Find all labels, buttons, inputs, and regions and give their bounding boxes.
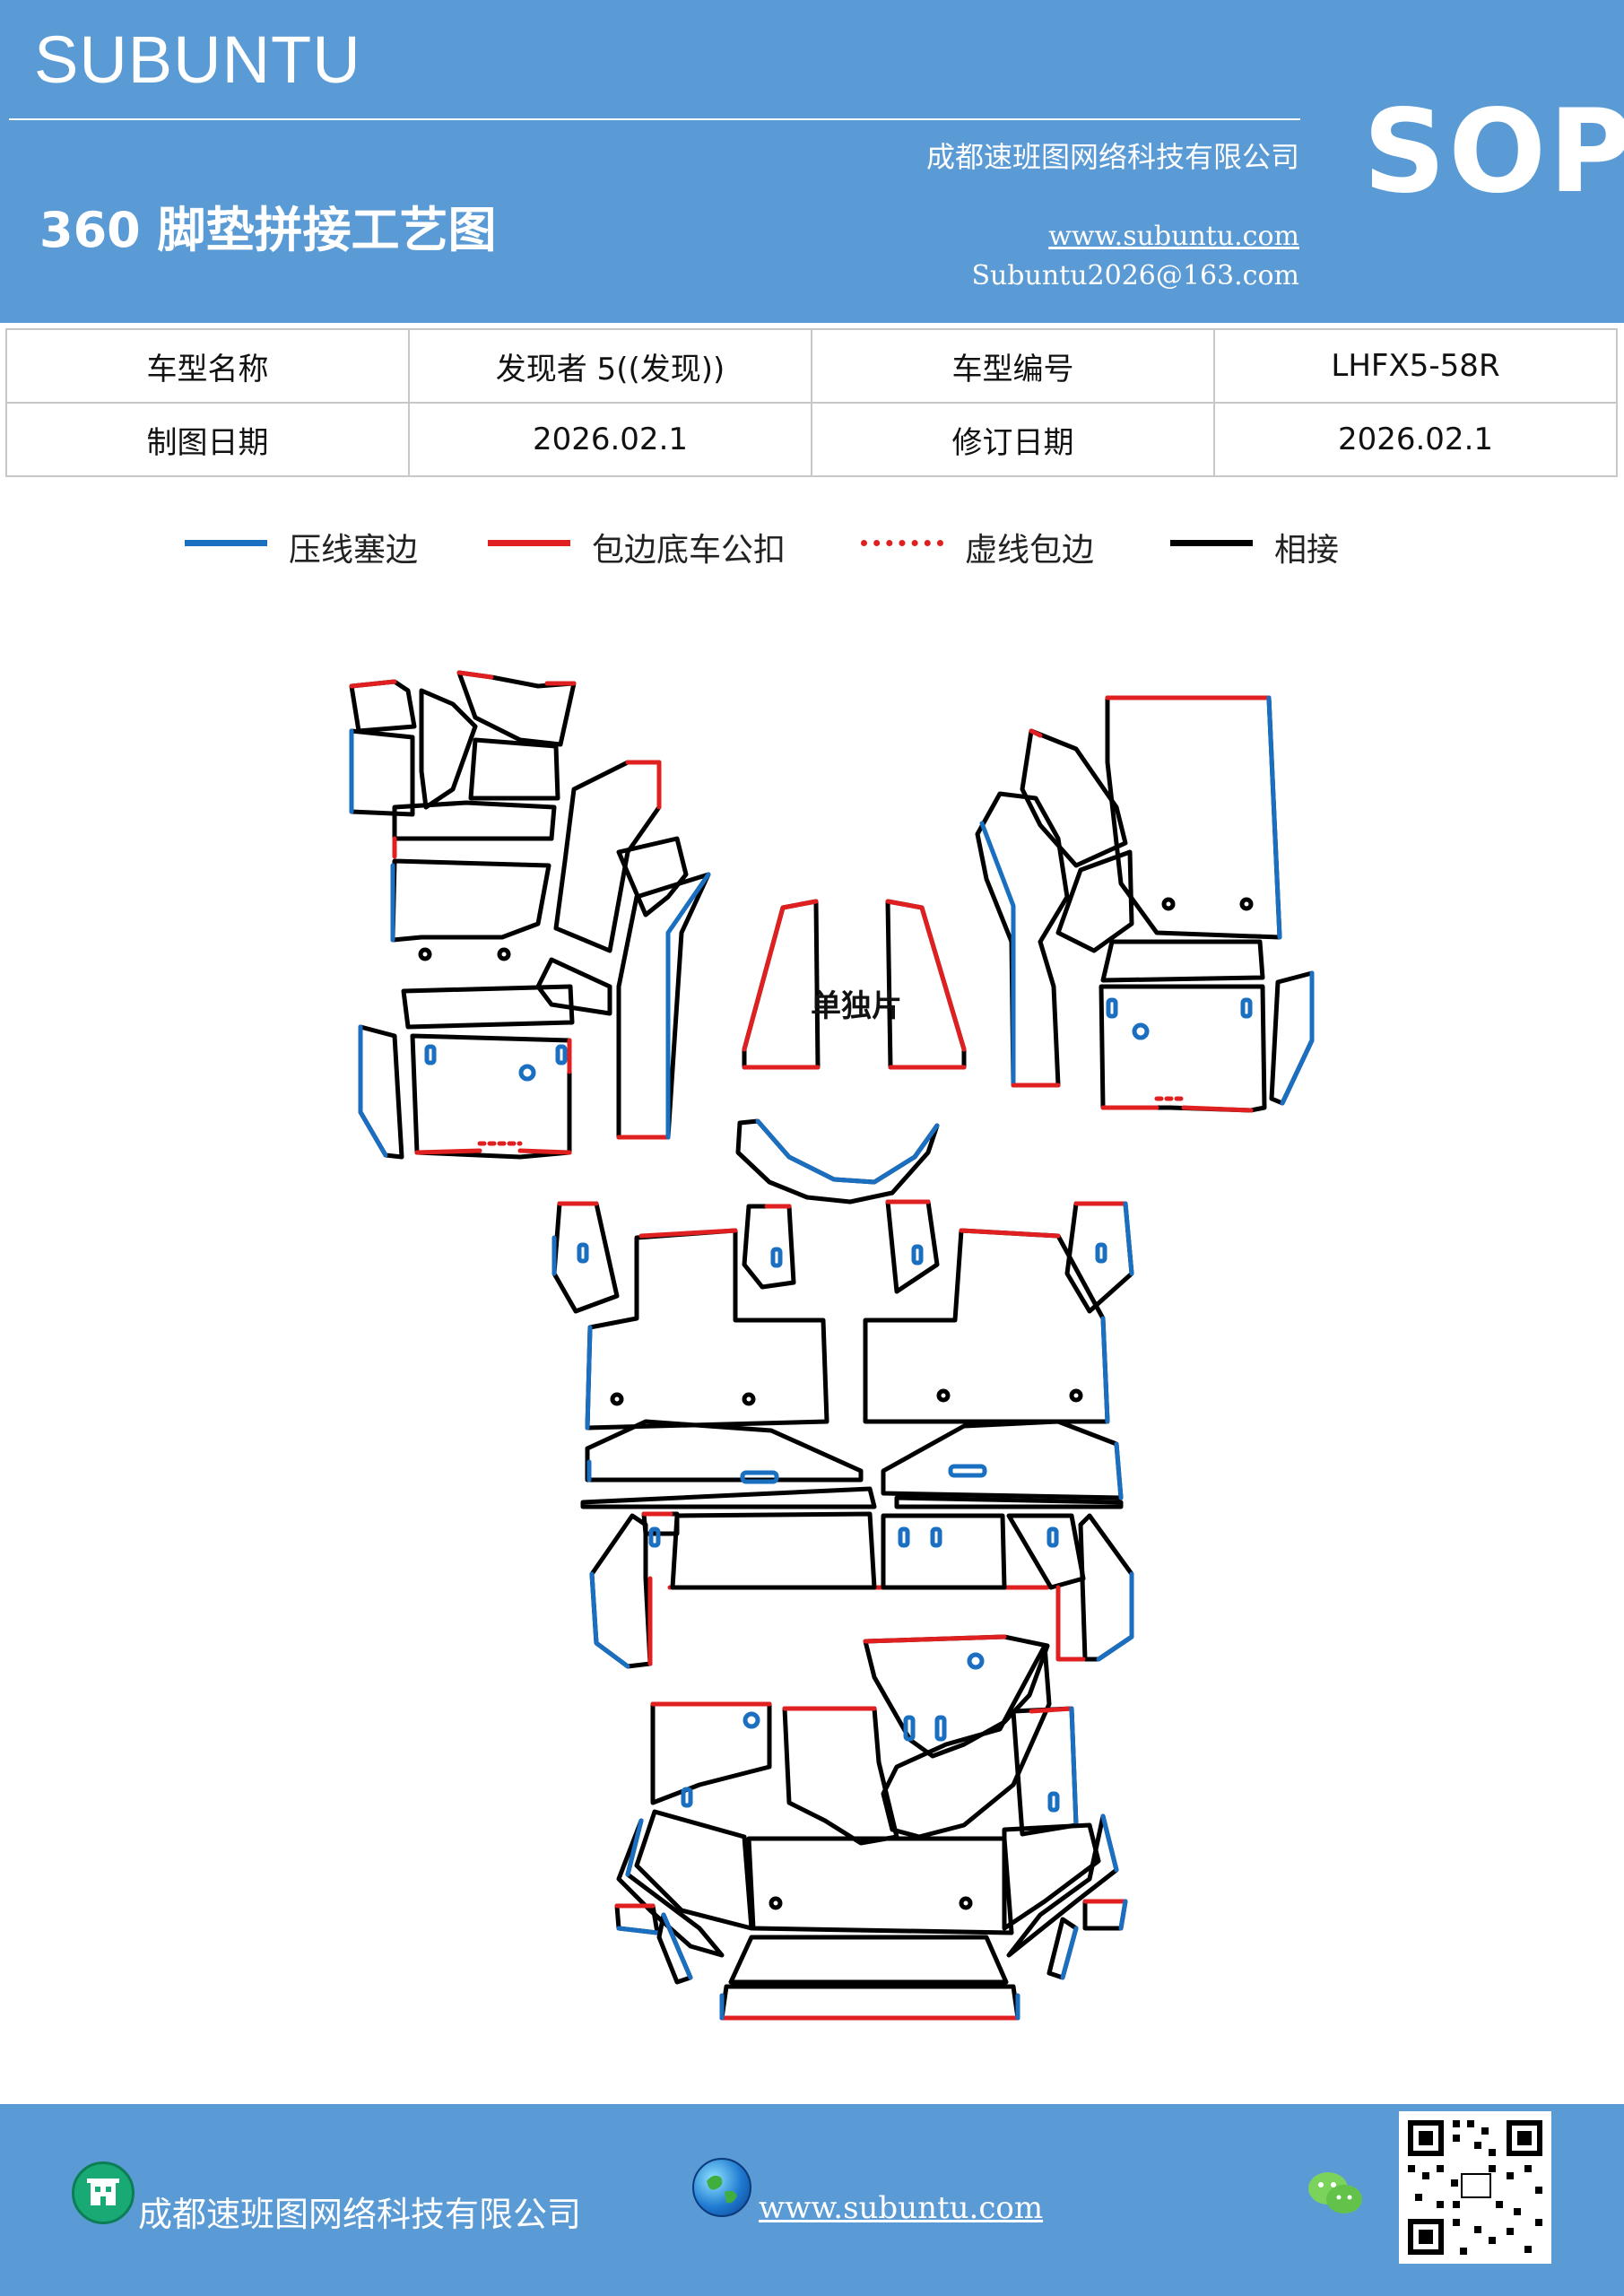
value-model-name: 发现者 5((发现)): [408, 328, 812, 404]
qr-code: [1399, 2111, 1551, 2264]
middle-mat-group: [551, 1118, 1134, 1669]
legend: 压线塞边 包边底车公扣 虚线包边 相接: [0, 522, 1624, 576]
footer-company-name: 成都速班图网络科技有限公司: [138, 2195, 582, 2234]
wechat-icon: [1305, 2167, 1366, 2221]
legend-label: 相接: [1274, 532, 1340, 569]
legend-label: 压线塞边: [289, 532, 419, 569]
vehicle-info-table: 车型名称 发现者 5((发现)) 车型编号 LHFX5-58R 制图日期 202…: [5, 328, 1618, 477]
label-model-code: 车型编号: [811, 328, 1215, 404]
label-model-name: 车型名称: [5, 328, 410, 404]
value-revision-date: 2026.02.1: [1213, 402, 1618, 477]
center-single-pieces: [742, 899, 967, 1070]
table-row: 制图日期 2026.02.1 修订日期 2026.02.1: [5, 402, 1618, 477]
brand-logo-text: SUBUNTU: [34, 22, 361, 97]
header-company-name: 成都速班图网络科技有限公司: [925, 140, 1299, 174]
header-website-link[interactable]: www.subuntu.com: [1048, 221, 1299, 252]
label-revision-date: 修订日期: [811, 402, 1215, 477]
legend-swatch-red-dotted: [861, 540, 943, 546]
mat-splicing-diagram: 单独片: [349, 670, 1315, 2021]
building-icon: [72, 2161, 135, 2224]
value-drawing-date: 2026.02.1: [408, 402, 812, 477]
sop-badge: SOP: [1363, 85, 1624, 219]
legend-label: 虚线包边: [965, 532, 1095, 569]
legend-swatch-blue: [185, 540, 267, 546]
right-front-mat-group: [975, 695, 1315, 1113]
page-title: 360 脚垫拼接工艺图: [39, 202, 497, 258]
left-front-mat-group: [349, 670, 711, 1160]
globe-icon: [692, 2158, 751, 2217]
single-piece-label: 单独片: [811, 988, 902, 1024]
rear-mat-group: [614, 1634, 1128, 2021]
header-email: Subuntu2026@163.com: [971, 260, 1299, 291]
legend-label: 包边底车公扣: [592, 532, 786, 569]
label-drawing-date: 制图日期: [5, 402, 410, 477]
legend-swatch-black: [1170, 540, 1253, 546]
footer-banner: 成都速班图网络科技有限公司 www.subuntu.com: [0, 2104, 1624, 2296]
legend-swatch-red: [488, 540, 570, 546]
value-model-code: LHFX5-58R: [1213, 328, 1618, 404]
table-row: 车型名称 发现者 5((发现)) 车型编号 LHFX5-58R: [5, 328, 1618, 404]
footer-website-link[interactable]: www.subuntu.com: [759, 2190, 1044, 2226]
header-divider: [9, 118, 1300, 120]
header-banner: SUBUNTU 成都速班图网络科技有限公司 360 脚垫拼接工艺图 www.su…: [0, 0, 1624, 323]
